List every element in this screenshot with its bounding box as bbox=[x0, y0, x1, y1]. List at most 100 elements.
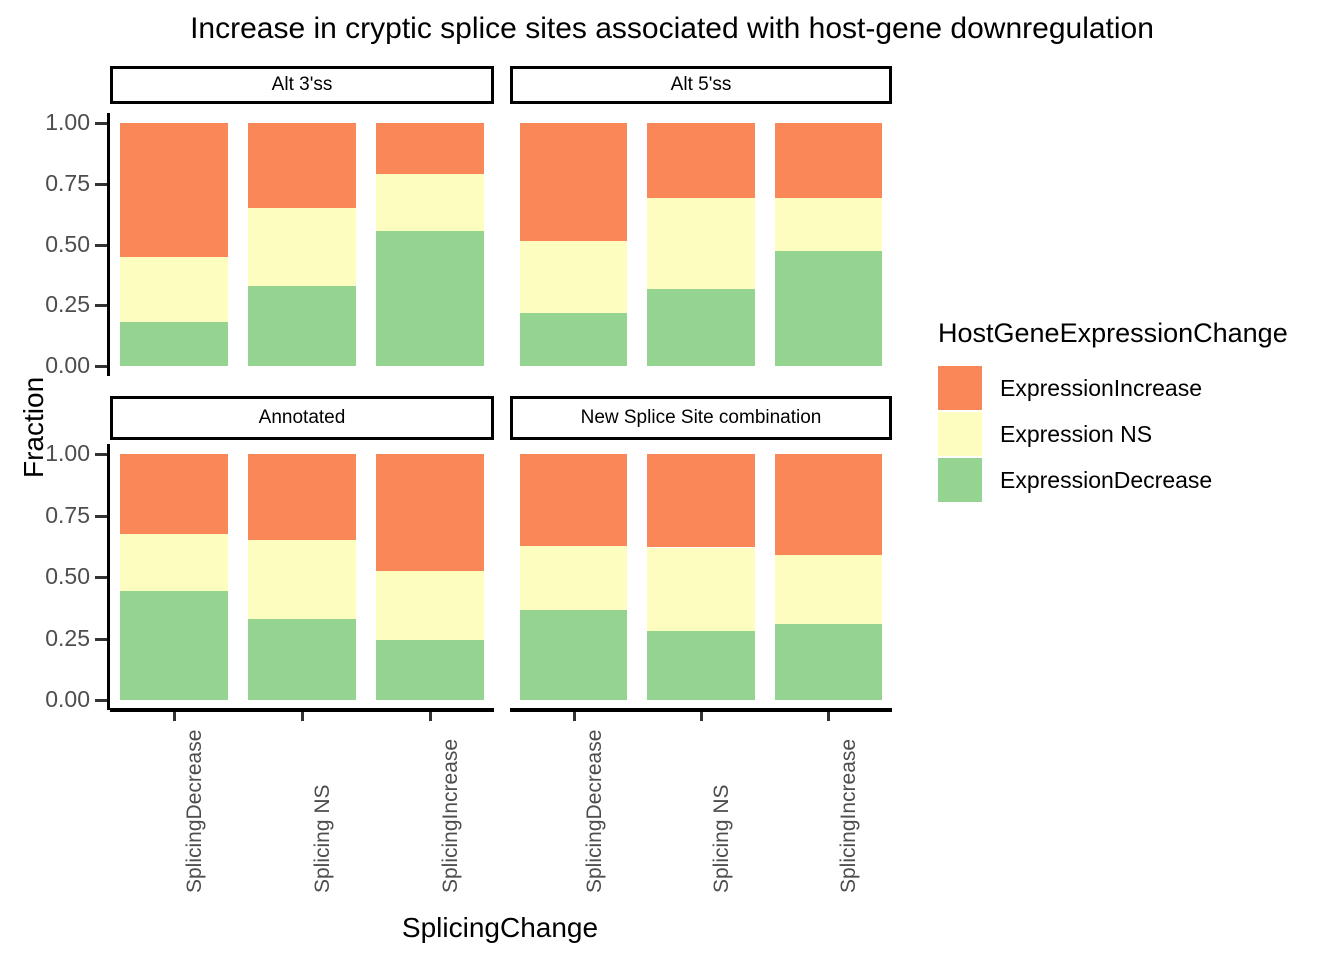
bar-segment bbox=[119, 322, 229, 366]
y-axis-tick bbox=[95, 365, 107, 368]
stacked-bar bbox=[774, 454, 883, 700]
bar-segment bbox=[375, 123, 485, 175]
bar-segment bbox=[519, 312, 628, 366]
bar-segment bbox=[119, 454, 229, 534]
stacked-bar bbox=[375, 454, 485, 700]
legend-item-label: ExpressionIncrease bbox=[1000, 375, 1202, 401]
bar-segment bbox=[119, 256, 229, 323]
x-axis-title: SplicingChange bbox=[401, 912, 599, 943]
facet-strip: New Splice Site combination bbox=[510, 396, 892, 440]
bar-segment bbox=[247, 285, 357, 366]
x-axis-tick bbox=[301, 710, 304, 721]
facet-panel bbox=[110, 123, 494, 366]
stacked-bar bbox=[119, 454, 229, 700]
stacked-bar bbox=[519, 123, 628, 366]
facet-panel bbox=[510, 454, 892, 700]
y-axis-tick-label: 0.25 bbox=[45, 291, 90, 318]
bar-segment bbox=[647, 198, 755, 290]
facet-panel bbox=[510, 123, 892, 366]
legend-item[interactable]: Expression NS bbox=[938, 412, 1268, 457]
y-axis-tick bbox=[95, 514, 107, 518]
bar-segment bbox=[247, 123, 357, 209]
legend-item[interactable]: ExpressionDecrease bbox=[938, 458, 1268, 503]
stacked-bar bbox=[647, 123, 755, 366]
x-axis-tick bbox=[572, 710, 576, 721]
stacked-bar bbox=[247, 123, 357, 366]
bar-segment bbox=[247, 540, 357, 619]
bar-segment bbox=[647, 631, 755, 700]
legend-title: HostGeneExpressionChange bbox=[938, 318, 1288, 348]
legend-item[interactable]: ExpressionIncrease bbox=[938, 366, 1268, 411]
y-axis-tick-label: 0.25 bbox=[45, 624, 90, 651]
bar-segment bbox=[774, 123, 883, 199]
bar-segment bbox=[774, 623, 883, 700]
stacked-bar bbox=[119, 123, 229, 366]
facet-panel bbox=[110, 454, 494, 700]
stacked-bar bbox=[647, 454, 755, 700]
page-title: Increase in cryptic splice sites associa… bbox=[190, 12, 1154, 45]
y-axis-tick bbox=[95, 699, 107, 702]
bar-segment bbox=[247, 618, 357, 700]
stacked-bar bbox=[247, 454, 357, 700]
facet-strip: Alt 3'ss bbox=[110, 66, 494, 104]
bar-segment bbox=[774, 554, 883, 624]
x-axis-tick-label: Splicing NS bbox=[710, 784, 733, 893]
bar-segment bbox=[774, 198, 883, 251]
y-axis-tick-label: 0.50 bbox=[45, 230, 90, 257]
bar-segment bbox=[519, 240, 628, 313]
bar-segment bbox=[119, 533, 229, 591]
y-axis-line bbox=[107, 444, 110, 710]
bar-segment bbox=[375, 639, 485, 700]
y-axis-tick-label: 0.00 bbox=[45, 352, 90, 378]
y-axis-tick-label: 0.75 bbox=[45, 169, 90, 196]
x-axis-tick-label: Splicing NS bbox=[311, 784, 334, 893]
bar-segment bbox=[519, 610, 628, 700]
bar-segment bbox=[647, 454, 755, 548]
legend-color-swatch bbox=[938, 366, 982, 410]
bar-segment bbox=[119, 123, 229, 257]
facet-strip: Alt 5'ss bbox=[510, 66, 892, 104]
x-axis-tick-label: SplicingIncrease bbox=[837, 738, 861, 893]
y-axis-tick bbox=[95, 122, 107, 125]
stacked-bar bbox=[774, 123, 883, 366]
x-axis-line bbox=[110, 708, 494, 712]
bar-segment bbox=[647, 547, 755, 632]
y-axis-tick bbox=[95, 637, 107, 641]
facet-strip-label: Annotated bbox=[258, 407, 346, 428]
legend-color-swatch bbox=[938, 458, 982, 502]
y-axis-tick bbox=[95, 182, 107, 186]
facet-strip-label: Alt 3'ss bbox=[271, 74, 333, 95]
x-axis-line bbox=[510, 708, 892, 712]
legend-item-label: Expression NS bbox=[1000, 421, 1153, 447]
bar-segment bbox=[375, 231, 485, 366]
facet-strip: Annotated bbox=[110, 396, 494, 440]
y-axis-line bbox=[107, 113, 110, 376]
facet-strip-label: Alt 5'ss bbox=[670, 74, 732, 95]
y-axis-tick-label: 1.00 bbox=[45, 109, 90, 135]
stacked-bar bbox=[375, 123, 485, 366]
y-axis-tick bbox=[95, 304, 107, 308]
bar-segment bbox=[375, 570, 485, 640]
y-axis-tick bbox=[95, 576, 107, 579]
y-axis-tick-label: 0.50 bbox=[45, 563, 90, 589]
y-axis-tick bbox=[95, 243, 107, 247]
bar-segment bbox=[519, 123, 628, 241]
bar-segment bbox=[647, 289, 755, 366]
legend-item-label: ExpressionDecrease bbox=[1000, 467, 1213, 493]
legend-color-swatch bbox=[938, 412, 982, 456]
y-axis-tick-label: 0.75 bbox=[45, 501, 90, 528]
x-axis-tick-label: SplicingIncrease bbox=[439, 738, 462, 893]
bar-segment bbox=[375, 454, 485, 571]
bar-segment bbox=[247, 208, 357, 286]
x-axis-tick bbox=[173, 710, 176, 721]
y-axis-tick bbox=[95, 453, 107, 456]
bar-segment bbox=[519, 546, 628, 611]
x-axis-tick bbox=[827, 710, 831, 721]
bar-segment bbox=[119, 590, 229, 700]
bar-segment bbox=[774, 454, 883, 555]
x-axis-tick bbox=[429, 710, 432, 721]
bar-segment bbox=[247, 454, 357, 541]
y-axis-tick-label: 0.00 bbox=[45, 686, 90, 712]
y-axis-tick-label: 1.00 bbox=[45, 440, 90, 466]
